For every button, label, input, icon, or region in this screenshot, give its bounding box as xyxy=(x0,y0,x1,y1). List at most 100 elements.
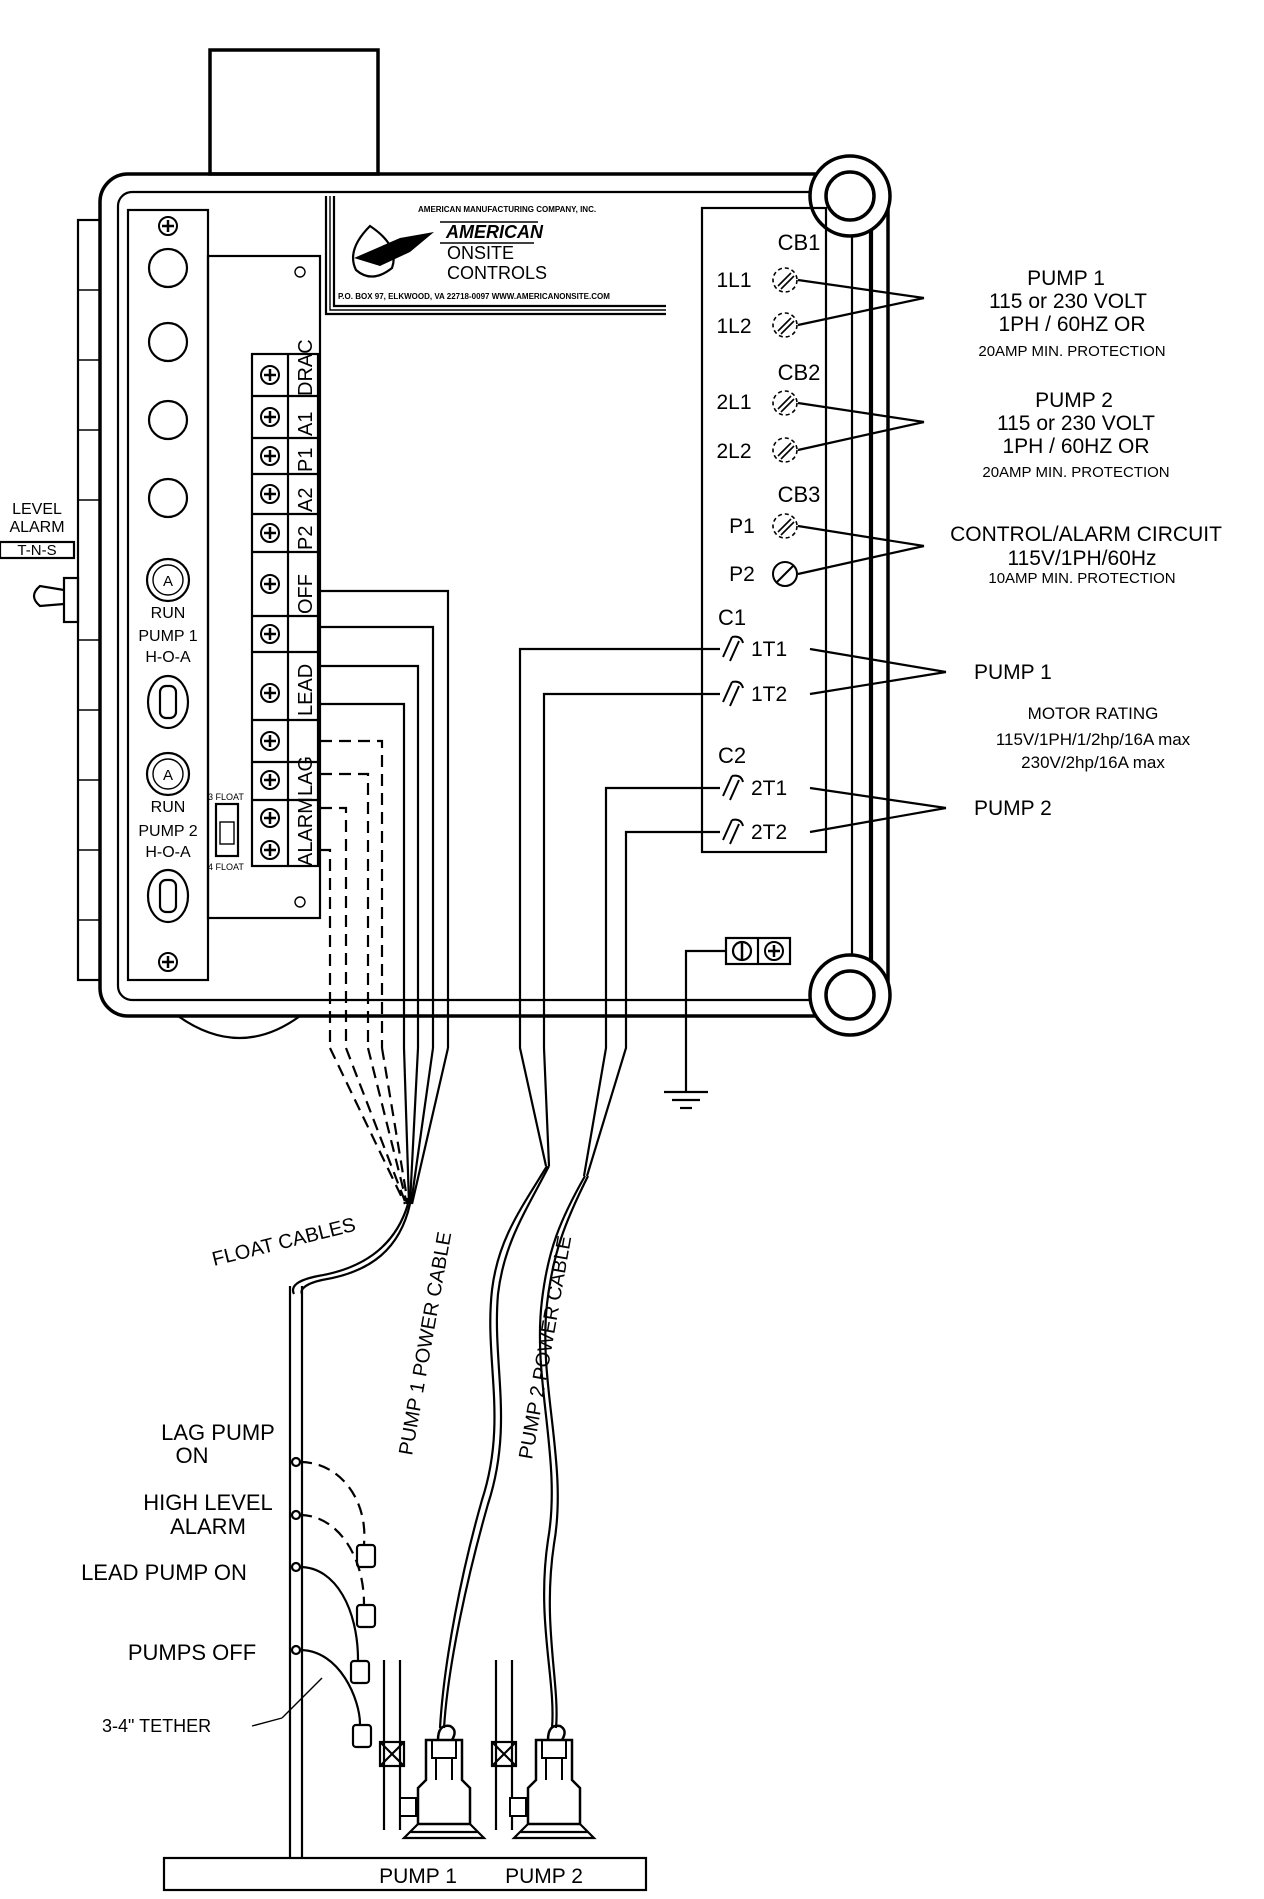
svg-text:OFF: OFF xyxy=(295,574,317,614)
motor-pump2-label: PUMP 2 xyxy=(974,797,1052,820)
lag-pump-on-label: LAG PUMP xyxy=(161,1420,275,1445)
base-pump1-label: PUMP 1 xyxy=(379,1865,457,1888)
terminal-row-a1: A1 xyxy=(252,406,318,440)
indicator-lamp-2 xyxy=(147,321,189,363)
level-alarm-switch[interactable]: T-N-S LEVEL ALARM xyxy=(0,501,80,624)
terminal-1l1-label: 1L1 xyxy=(716,269,751,292)
lead-pump-on-label: LEAD PUMP ON xyxy=(81,1560,247,1585)
terminal-row-off: OFF xyxy=(252,573,318,618)
svg-text:P.O. BOX 97, ELKWOOD, VA 22718: P.O. BOX 97, ELKWOOD, VA 22718-0097 WWW.… xyxy=(338,292,610,301)
corner-lug-bottom xyxy=(808,953,892,1037)
motor-pump1-label: PUMP 1 xyxy=(974,661,1052,684)
svg-text:A: A xyxy=(163,573,173,590)
breaker-1l2[interactable] xyxy=(772,312,798,338)
svg-text:LAG: LAG xyxy=(295,756,317,796)
terminal-row-alarm-1 xyxy=(259,807,281,829)
pump2-supply-protection: 20AMP MIN. PROTECTION xyxy=(982,464,1169,481)
svg-text:LEVEL: LEVEL xyxy=(12,501,62,518)
control-circuit-title: CONTROL/ALARM CIRCUIT xyxy=(950,523,1222,546)
float-selector-switch[interactable]: 3 FLOAT 4 FLOAT xyxy=(208,792,244,872)
terminal-row-p2: P2 xyxy=(252,522,318,554)
pump1-supply-protection: 20AMP MIN. PROTECTION xyxy=(978,343,1165,360)
terminal-row-lead-1 xyxy=(252,623,318,654)
contactor-terminal-1t1[interactable] xyxy=(722,635,744,662)
company-header: AMERICAN MANUFACTURING COMPANY, INC. AME… xyxy=(324,196,666,316)
svg-text:LEAD: LEAD xyxy=(295,664,317,716)
breaker-p2[interactable] xyxy=(772,561,798,587)
pump-power-wiring xyxy=(518,647,720,1177)
float-pumps-off xyxy=(290,1644,373,1749)
tether-label: 3-4" TETHER xyxy=(102,1716,211,1736)
base-pump2-label: PUMP 2 xyxy=(505,1865,583,1888)
pump-base: PUMP 1 PUMP 2 xyxy=(162,1856,648,1892)
contactor-terminal-1t2[interactable] xyxy=(722,680,744,707)
lag-pump-on-label-2: ON xyxy=(176,1443,209,1468)
terminal-row-drac: DRAC xyxy=(252,339,318,398)
motor-rating-title: MOTOR RATING xyxy=(1028,704,1159,723)
terminal-board: 3 FLOAT 4 FLOAT xyxy=(206,254,322,920)
pump1-supply-phase: 1PH / 60HZ OR xyxy=(998,313,1145,336)
svg-text:AMERICAN MANUFACTURING COMPANY: AMERICAN MANUFACTURING COMPANY, INC. xyxy=(418,205,596,214)
motor-rating-115v: 115V/1PH/1/2hp/16A max xyxy=(996,730,1191,749)
svg-text:CONTROLS: CONTROLS xyxy=(447,263,547,283)
svg-text:ONSITE: ONSITE xyxy=(447,243,514,263)
svg-text:A1: A1 xyxy=(295,412,317,436)
terminal-1t1-label: 1T1 xyxy=(751,638,787,661)
svg-text:PUMP 2: PUMP 2 xyxy=(138,823,197,840)
cb3-label: CB3 xyxy=(778,482,821,507)
panel-screw-top xyxy=(157,215,179,237)
svg-text:RUN: RUN xyxy=(151,799,186,816)
terminal-row-lag-2: LAG xyxy=(252,756,318,802)
supply-leaders xyxy=(797,278,947,834)
tether-pointer xyxy=(281,1677,323,1719)
c2-label: C2 xyxy=(718,743,746,768)
breaker-2l1[interactable] xyxy=(772,390,798,416)
float-lag-pump xyxy=(290,1456,377,1569)
pump2-power-cable xyxy=(538,1175,589,1729)
terminal-row-a2: A2 xyxy=(252,483,318,516)
terminal-row-lag-1 xyxy=(252,730,318,764)
svg-text:AMERICAN: AMERICAN xyxy=(445,222,544,242)
pump2-run-light: A xyxy=(145,751,191,797)
terminal-2t1-label: 2T1 xyxy=(751,777,787,800)
control-circuit-protection: 10AMP MIN. PROTECTION xyxy=(988,570,1175,587)
svg-text:RUN: RUN xyxy=(151,605,186,622)
control-circuit-spec: 115V/1PH/60Hz xyxy=(1007,547,1156,570)
pump1-run-light: A xyxy=(145,557,191,603)
c1-label: C1 xyxy=(718,605,746,630)
svg-text:P1: P1 xyxy=(295,448,317,472)
terminal-row-p1: P1 xyxy=(252,445,318,476)
float-cables-label: FLOAT CABLES xyxy=(210,1214,358,1271)
pump1-hoa-switch[interactable] xyxy=(146,674,190,730)
pump2-supply-phase: 1PH / 60HZ OR xyxy=(1002,435,1149,458)
pump1-power-cable xyxy=(438,1165,550,1729)
float-lead-pump xyxy=(290,1561,371,1685)
ground-terminal-block[interactable] xyxy=(724,936,792,966)
svg-text:3 FLOAT: 3 FLOAT xyxy=(208,792,244,802)
tether-leader xyxy=(251,1717,283,1727)
motor-rating-230v: 230V/2hp/16A max xyxy=(1021,753,1165,772)
high-level-alarm-label-2: ALARM xyxy=(170,1514,246,1539)
breaker-1l1[interactable] xyxy=(772,267,798,293)
float-tether-pole xyxy=(288,1286,304,1858)
svg-text:DRAC: DRAC xyxy=(295,339,317,396)
pump2-power-cable-label: PUMP 2 POWER CABLE xyxy=(515,1234,576,1461)
svg-text:H-O-A: H-O-A xyxy=(145,844,191,861)
pump2-supply-title: PUMP 2 xyxy=(1035,389,1113,412)
panel-screw-bottom xyxy=(157,951,179,973)
contactor-terminal-2t1[interactable] xyxy=(722,774,744,801)
pump1-power-cable-label: PUMP 1 POWER CABLE xyxy=(395,1230,456,1457)
corner-lug-top xyxy=(808,154,892,238)
breaker-p1[interactable] xyxy=(772,513,798,539)
enclosure xyxy=(76,48,892,1040)
breaker-2l2[interactable] xyxy=(772,437,798,463)
svg-text:A2: A2 xyxy=(295,488,317,512)
terminal-1l2-label: 1L2 xyxy=(716,315,751,338)
svg-text:PUMP 1: PUMP 1 xyxy=(138,628,197,645)
pump1-supply-voltage: 115 or 230 VOLT xyxy=(989,290,1147,313)
contactor-terminal-2t2[interactable] xyxy=(722,818,744,845)
pump2-hoa-switch[interactable] xyxy=(146,868,190,924)
indicator-lamp-1 xyxy=(147,247,189,289)
svg-text:H-O-A: H-O-A xyxy=(145,649,191,666)
